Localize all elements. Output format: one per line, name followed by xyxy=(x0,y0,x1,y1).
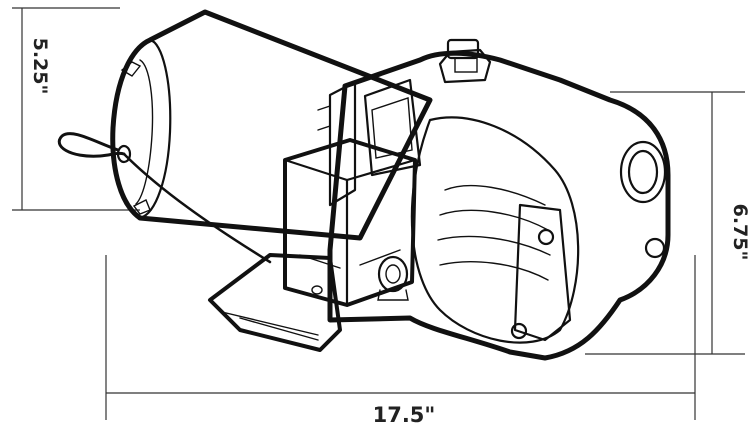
motor-body xyxy=(110,9,433,241)
base-bracket xyxy=(208,253,342,352)
power-cord xyxy=(57,132,272,264)
dimension-length-bottom xyxy=(105,255,696,420)
height-label-left: 5.25" xyxy=(29,38,51,95)
height-label-right: 6.75" xyxy=(729,204,751,261)
dimension-height-right xyxy=(585,91,745,355)
pump-housing xyxy=(317,38,671,361)
pressure-switch xyxy=(283,138,417,307)
length-label: 17.5" xyxy=(373,403,436,425)
dimension-height-left xyxy=(12,7,140,211)
